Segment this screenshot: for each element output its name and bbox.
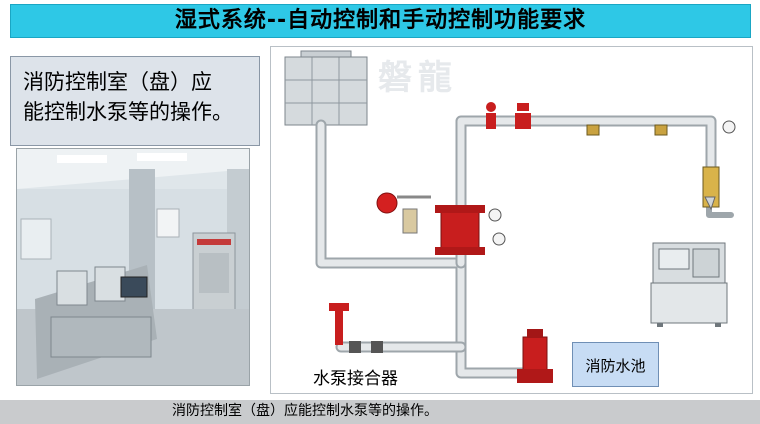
title-bar: 湿式系统--自动控制和手动控制功能要求 — [10, 4, 751, 38]
note-line-1: 消防控制室（盘）应 — [23, 67, 253, 97]
alarm-valve — [435, 205, 505, 255]
retard-chamber — [403, 209, 417, 233]
pump-connector-label: 水泵接合器 — [313, 364, 398, 389]
piping-schematic — [271, 47, 754, 395]
note-text: 消防控制室（盘）应 能控制水泵等的操作。 — [23, 67, 253, 127]
signal-valve — [486, 102, 496, 129]
footer-caption: 消防控制室（盘）应能控制水泵等的操作。 — [172, 400, 438, 422]
footer-bar: 消防控制室（盘）应能控制水泵等的操作。 — [0, 400, 760, 424]
fire-water-pool: 消防水池 — [572, 342, 659, 387]
water-tank — [285, 51, 367, 125]
pool-label: 消防水池 — [573, 355, 658, 376]
control-room-photo — [16, 148, 250, 386]
control-room-illustration — [17, 149, 250, 386]
fire-control-panel-icon — [651, 243, 727, 327]
system-diagram — [270, 46, 753, 394]
note-line-2: 能控制水泵等的操作。 — [23, 97, 253, 127]
page-title: 湿式系统--自动控制和手动控制功能要求 — [11, 5, 750, 37]
watermark-logo: 磐龍 — [378, 50, 458, 99]
note-box: 消防控制室（盘）应 能控制水泵等的操作。 — [10, 56, 260, 146]
flow-indicator — [515, 103, 531, 129]
fire-pump — [517, 329, 553, 383]
